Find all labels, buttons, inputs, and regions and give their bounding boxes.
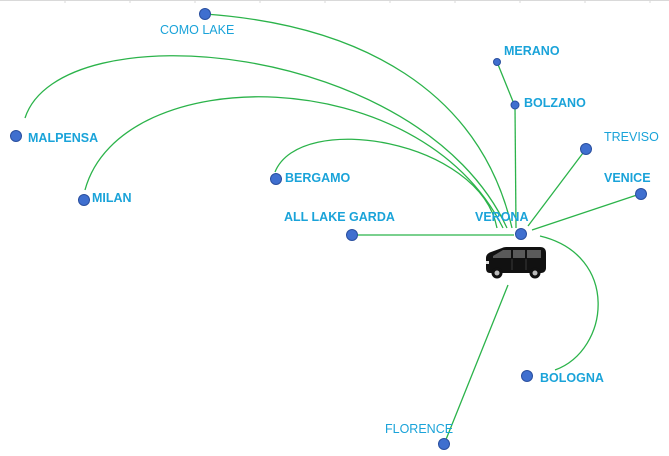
route-florence bbox=[444, 284, 509, 443]
dot-milan bbox=[78, 194, 90, 206]
label-venice: VENICE bbox=[604, 171, 651, 185]
route-milan bbox=[84, 96, 504, 229]
label-bologna: BOLOGNA bbox=[540, 371, 604, 385]
route-como-lake bbox=[204, 13, 513, 229]
routes bbox=[24, 13, 641, 443]
dot-venice bbox=[635, 188, 647, 200]
route-bolzano bbox=[514, 105, 517, 229]
dot-bergamo bbox=[270, 173, 282, 185]
city-dots bbox=[10, 8, 647, 450]
label-milan: MILAN bbox=[92, 191, 132, 205]
route-bologna bbox=[539, 235, 599, 371]
route-treviso bbox=[527, 148, 587, 227]
label-florence: FLORENCE bbox=[385, 422, 453, 436]
dot-treviso bbox=[580, 143, 592, 155]
route-merano bbox=[496, 61, 515, 105]
label-treviso: TREVISO bbox=[604, 130, 659, 144]
dot-bolzano bbox=[510, 100, 520, 110]
label-malpensa: MALPENSA bbox=[28, 131, 98, 145]
label-bolzano: BOLZANO bbox=[524, 96, 586, 110]
dot-malpensa bbox=[10, 130, 22, 142]
dot-verona bbox=[515, 228, 527, 240]
label-verona: VERONA bbox=[475, 210, 528, 224]
dot-como-lake bbox=[199, 8, 211, 20]
route-bergamo bbox=[274, 138, 498, 229]
van-icon bbox=[486, 247, 546, 279]
dot-bologna bbox=[521, 370, 533, 382]
dot-florence bbox=[438, 438, 450, 450]
city-labels: COMO LAKE MERANO BOLZANO MALPENSA TREVIS… bbox=[28, 23, 659, 436]
dot-all-lake-garda bbox=[346, 229, 358, 241]
label-merano: MERANO bbox=[504, 44, 560, 58]
label-all-lake-garda: ALL LAKE GARDA bbox=[284, 210, 395, 224]
label-como-lake: COMO LAKE bbox=[160, 23, 234, 37]
route-venice bbox=[531, 193, 641, 231]
route-malpensa bbox=[24, 55, 508, 229]
dot-merano bbox=[493, 58, 501, 66]
label-bergamo: BERGAMO bbox=[285, 171, 351, 185]
top-ruler bbox=[0, 0, 669, 3]
